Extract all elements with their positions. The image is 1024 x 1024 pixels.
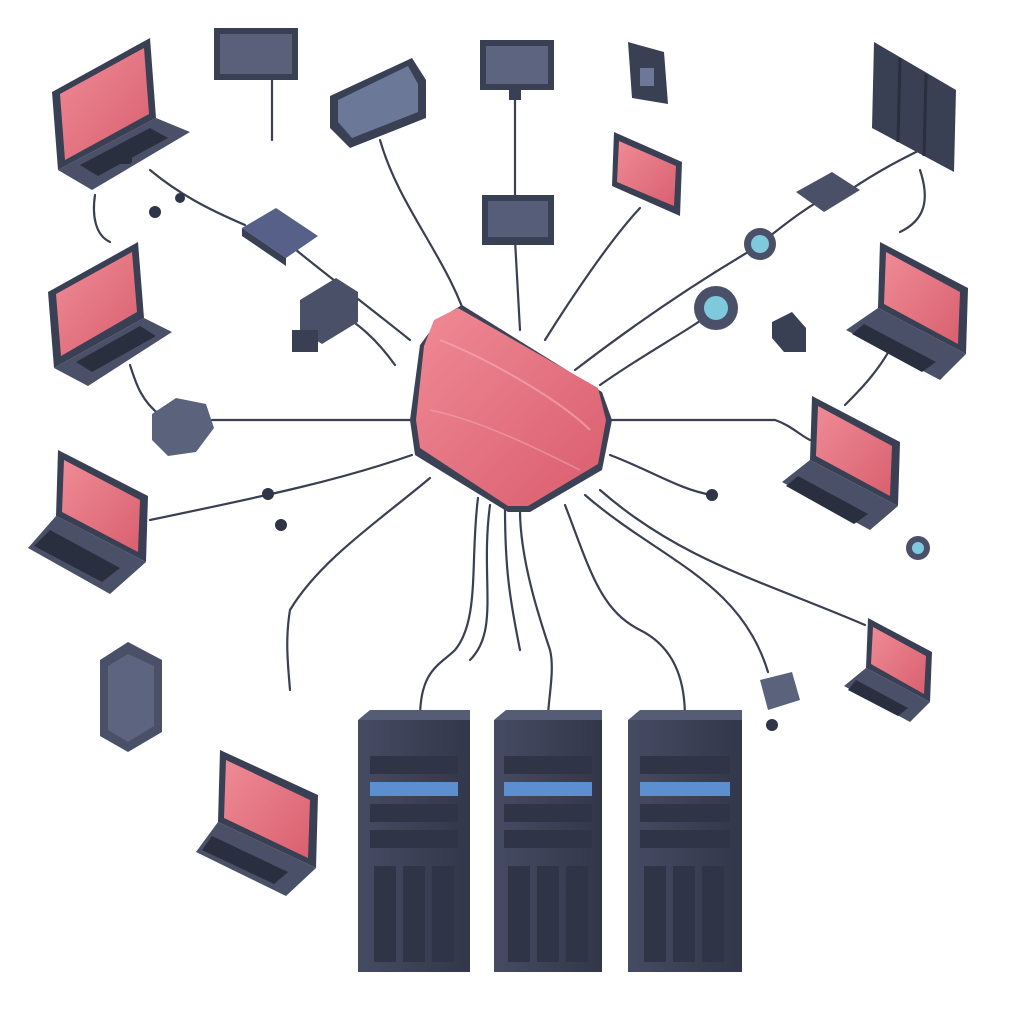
laptop-icon [28,450,148,594]
wire-to-laptop-left-lower [148,453,414,522]
laptop-icon [846,242,968,380]
connection-node [275,519,287,531]
wire-to-server-right [563,503,687,720]
wire-to-lock-device [598,308,717,387]
sensor-icon [906,536,930,560]
wire-to-device-top-center [513,238,522,332]
module-icon [292,278,358,352]
wire-to-server-left-2 [468,503,492,662]
wire-to-server-left [418,496,480,720]
router-icon [796,172,860,212]
laptop-icon [844,618,932,722]
block-device-icon [152,398,214,456]
connection-node [175,193,185,203]
sensor-icon [744,228,776,260]
connection-node [706,489,718,501]
wire-to-laptop-lower-right [598,488,867,627]
laptop-icon [196,750,318,896]
wire-to-server-mid-2 [503,506,522,652]
sensor-icon [694,286,738,330]
monitor-icon [214,28,298,80]
wire-to-rack-top-right [848,148,922,192]
connection-lines [92,78,926,720]
connection-node [262,488,274,500]
connection-node [149,206,161,218]
laptop-icon [52,38,190,190]
monitor-icon [612,132,682,216]
wire-to-laptop-right-mid [610,418,812,442]
phone-device-icon [100,642,162,752]
wire-to-adapter [583,493,770,674]
lock-device-icon [772,312,806,352]
network-device-icon [482,195,554,245]
small-device-icon [628,42,668,104]
wire-laptop-top-left-drop [92,193,112,244]
server-rack-icon [494,710,602,972]
wire-to-server-mid [518,508,553,720]
connection-node [766,719,778,731]
adapter-icon [760,672,800,710]
wire-to-sensor-right [608,453,714,497]
laptop-icon [48,242,172,386]
rack-cabinet-icon [872,42,956,172]
wire-to-lower-left [286,476,432,692]
wire-router-to-laptop-top-left [148,168,247,227]
wire-to-display-top-left [378,138,472,332]
laptop-icon [782,396,900,530]
network-switch-icon [410,305,612,512]
wire-to-sensor-upper [573,243,762,372]
wire-rack-drop [898,168,926,234]
wire-block-to-laptop [128,363,162,417]
server-rack-icon [358,710,470,972]
server-rack-icon [628,710,742,972]
router-icon [242,208,318,266]
monitor-icon [480,40,554,100]
display-device-icon [330,58,426,148]
wire-to-monitor-upper-right [543,206,642,342]
